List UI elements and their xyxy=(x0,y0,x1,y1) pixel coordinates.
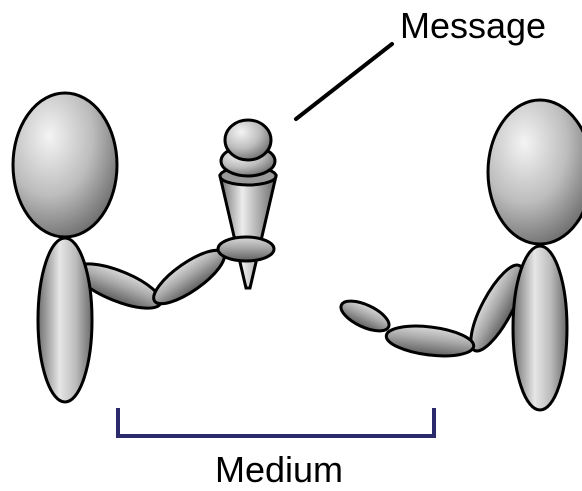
sender-head xyxy=(11,91,119,239)
receiver-body xyxy=(511,244,569,412)
message-label: Message xyxy=(400,5,546,46)
receiver-head xyxy=(486,98,582,246)
medium-bracket xyxy=(116,408,436,438)
medium-label: Medium xyxy=(215,449,343,490)
microphone-icon xyxy=(216,118,278,290)
receiver-hand xyxy=(339,299,391,333)
receiver-forearm xyxy=(384,324,476,358)
receiver-upper-arm xyxy=(469,263,525,353)
sender-hand xyxy=(216,235,276,263)
sender-figure xyxy=(11,91,226,404)
message-pointer-line xyxy=(294,42,394,121)
receiver-figure xyxy=(339,98,582,412)
sender-body xyxy=(36,236,94,404)
